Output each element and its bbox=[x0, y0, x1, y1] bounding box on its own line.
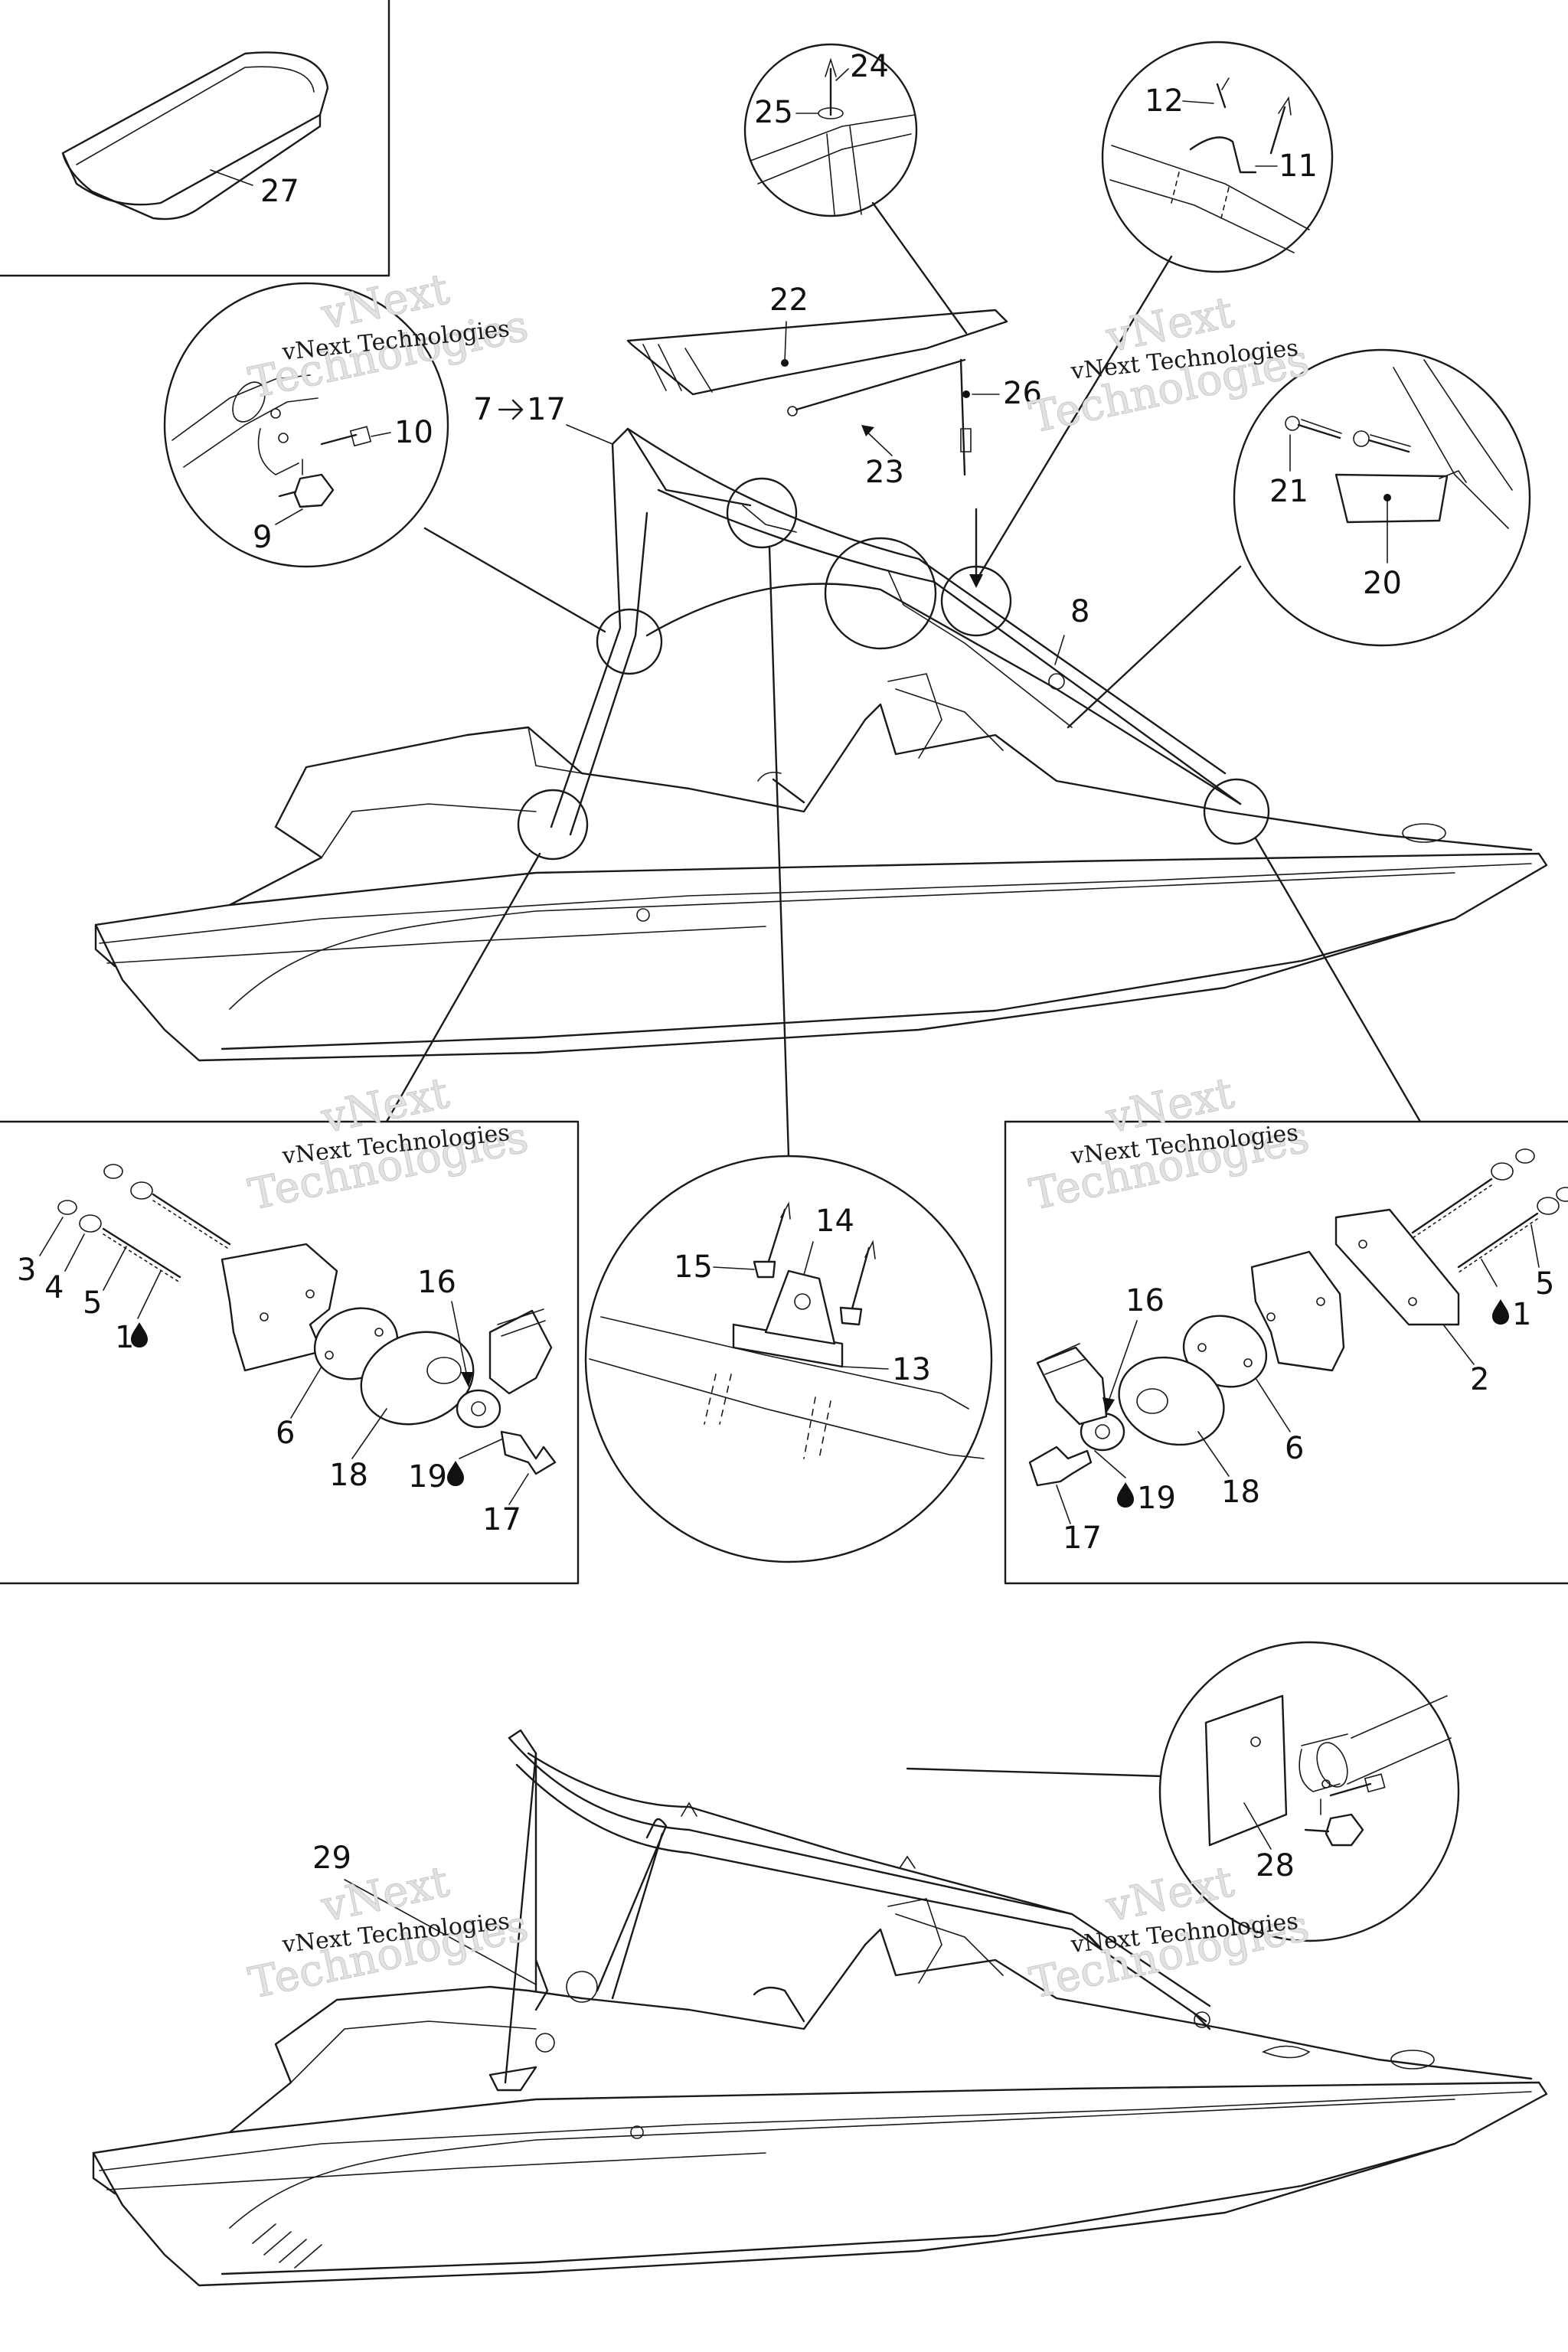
bottom-boat-drawing: 29 bbox=[92, 1729, 1548, 2287]
callout-17-top: 17 bbox=[527, 392, 566, 427]
callout-18-left: 18 bbox=[329, 1458, 368, 1493]
callout-10: 10 bbox=[394, 415, 433, 450]
callout-3-left: 3 bbox=[17, 1253, 36, 1288]
callout-4-left: 4 bbox=[44, 1270, 64, 1305]
oil-drop-icon bbox=[1492, 1299, 1509, 1325]
inset-circle-20-21: 21 20 bbox=[1067, 348, 1531, 729]
callout-22: 22 bbox=[769, 283, 808, 318]
inset-panel-27: 27 bbox=[0, 0, 390, 277]
callout-6-left: 6 bbox=[276, 1416, 295, 1451]
callout-25: 25 bbox=[754, 95, 793, 130]
watermark-mid-left: vNext Technologies vNext Technologies bbox=[244, 1068, 533, 1221]
callout-27: 27 bbox=[260, 174, 299, 209]
inset-circle-24-25: 24 25 bbox=[743, 43, 968, 335]
oil-drop-icon bbox=[447, 1461, 464, 1486]
callout-2-right: 2 bbox=[1470, 1362, 1489, 1397]
callout-20: 20 bbox=[1363, 566, 1402, 601]
watermark-mid-right: vNext Technologies vNext Technologies bbox=[1025, 1068, 1314, 1221]
callout-12: 12 bbox=[1145, 83, 1184, 119]
callout-6-right: 6 bbox=[1285, 1431, 1304, 1466]
callout-17-left: 17 bbox=[482, 1502, 521, 1537]
callout-15: 15 bbox=[674, 1250, 713, 1285]
callout-19-right: 19 bbox=[1137, 1481, 1176, 1516]
callout-28: 28 bbox=[1256, 1848, 1295, 1883]
callout-19-left: 19 bbox=[408, 1459, 447, 1494]
inset-circle-28: 28 bbox=[1158, 1641, 1460, 1942]
callout-5-left: 5 bbox=[83, 1285, 102, 1321]
callout-1-right: 1 bbox=[1512, 1297, 1531, 1332]
oil-drop-icon bbox=[1117, 1482, 1134, 1508]
inset-circle-9-10: 10 9 bbox=[163, 282, 606, 633]
callout-14: 14 bbox=[815, 1204, 854, 1239]
callout-11: 11 bbox=[1279, 149, 1318, 184]
callout-7: 7 bbox=[473, 392, 492, 427]
callout-21: 21 bbox=[1269, 474, 1308, 509]
leader-lines bbox=[385, 546, 1422, 1778]
callout-16-left: 16 bbox=[417, 1265, 456, 1300]
inset-circle-13-14-15: 15 14 13 bbox=[584, 1155, 993, 1563]
inset-box-right: 5 1 2 6 18 16 19 17 bbox=[1004, 1120, 1568, 1585]
callout-24: 24 bbox=[850, 49, 889, 84]
inset-circle-11-12: 12 11 bbox=[978, 41, 1334, 576]
callout-5-right: 5 bbox=[1535, 1266, 1554, 1302]
callout-16-right: 16 bbox=[1125, 1283, 1165, 1318]
callout-13: 13 bbox=[892, 1352, 931, 1387]
callout-23: 23 bbox=[865, 455, 904, 490]
inset-box-left: 3 4 5 1 6 18 16 19 17 bbox=[0, 1120, 580, 1585]
right-arrow-icon bbox=[498, 399, 524, 420]
callout-29: 29 bbox=[312, 1841, 351, 1876]
callout-18-right: 18 bbox=[1221, 1475, 1260, 1510]
callout-8: 8 bbox=[1070, 594, 1089, 629]
callout-26: 26 bbox=[1003, 376, 1042, 411]
callout-9: 9 bbox=[253, 520, 272, 555]
callout-17-right: 17 bbox=[1063, 1521, 1102, 1556]
main-boat-drawing: 22 23 26 8 7 17 bbox=[94, 283, 1548, 1062]
